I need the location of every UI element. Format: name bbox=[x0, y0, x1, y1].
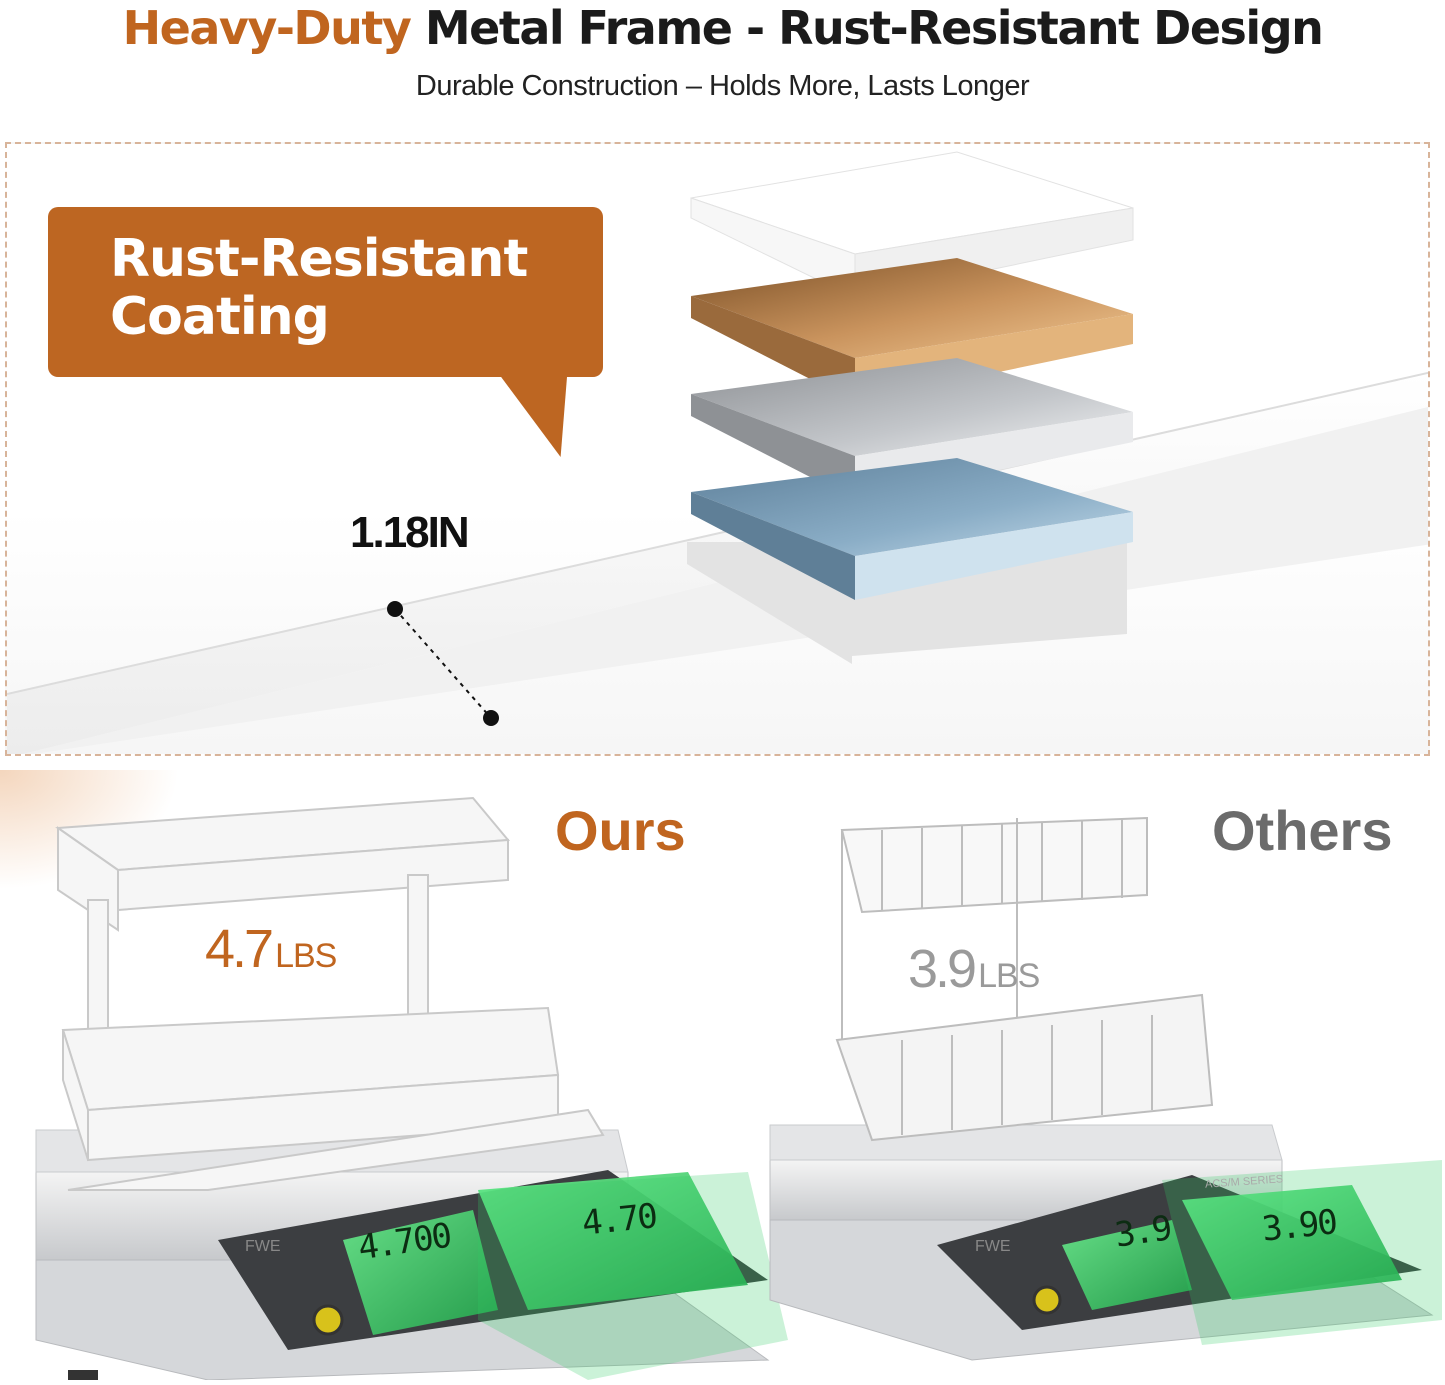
layer-blue bbox=[691, 458, 1133, 600]
callout-line1: Rust-Resistant bbox=[110, 229, 528, 289]
ours-scale-illustration bbox=[35, 796, 788, 1380]
page-title: Heavy-Duty Metal Frame - Rust-Resistant … bbox=[0, 0, 1445, 60]
coating-panel bbox=[5, 142, 1430, 756]
callout-text: Rust-Resistant Coating bbox=[110, 229, 528, 347]
others-scale-display bbox=[1062, 1160, 1442, 1345]
ours-rack bbox=[55, 796, 605, 1191]
ours-weight-unit: LBS bbox=[275, 937, 337, 975]
dimension-line bbox=[394, 608, 492, 719]
others-weight-unit: LBS bbox=[978, 957, 1040, 995]
callout-line2: Coating bbox=[110, 287, 330, 347]
others-readout-back: 3.9 bbox=[1112, 1208, 1173, 1256]
thickness-label: 1.18IN bbox=[350, 508, 470, 557]
ours-weight-value: 4.7 bbox=[205, 919, 274, 979]
others-readout-front: 3.90 bbox=[1260, 1202, 1338, 1250]
others-scale-brand: FWE bbox=[975, 1238, 1011, 1255]
ours-scale-display bbox=[343, 1172, 788, 1380]
ours-scale-brand: FWE bbox=[245, 1238, 281, 1255]
coating-layers-illustration bbox=[690, 151, 1134, 600]
others-weight-value: 3.9 bbox=[908, 939, 977, 999]
ours-readout-front: 4.70 bbox=[580, 1196, 658, 1244]
others-scale-illustration bbox=[769, 816, 1442, 1361]
callout-box bbox=[48, 207, 603, 377]
others-rack bbox=[835, 816, 1214, 1142]
title-accent: Heavy-Duty bbox=[122, 1, 412, 55]
shelf-surface-illustration bbox=[7, 371, 1428, 754]
ours-label: Ours bbox=[555, 799, 686, 862]
shelf-slab-edge bbox=[7, 371, 1428, 695]
slab-cut-section bbox=[687, 542, 1127, 664]
dimension-dot-bottom bbox=[483, 710, 499, 726]
title-rest: Metal Frame - Rust-Resistant Design bbox=[410, 1, 1324, 55]
page-subtitle: Durable Construction – Holds More, Lasts… bbox=[415, 70, 1030, 102]
dimension-dot-top bbox=[387, 601, 403, 617]
others-label: Others bbox=[1212, 799, 1393, 862]
